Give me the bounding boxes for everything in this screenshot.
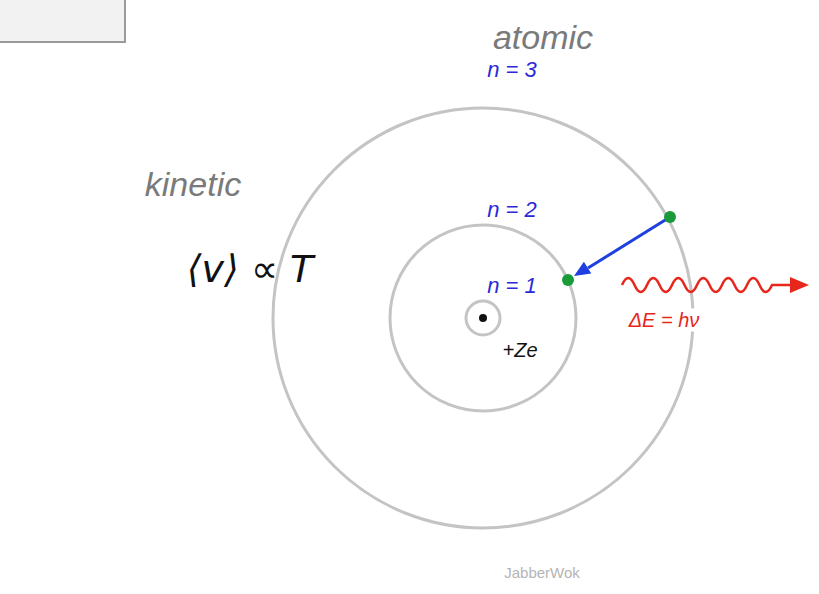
- charge-label: +Ze: [499, 339, 540, 362]
- orbit-label: n = 1: [487, 273, 537, 298]
- photon-wave: [622, 278, 792, 292]
- arrow-head: [574, 262, 591, 276]
- section-heading: atomic: [493, 18, 593, 57]
- nucleus-dot: [479, 314, 487, 322]
- electron-dot: [562, 274, 574, 286]
- formula: ⟨v⟩ ∝ T: [187, 248, 314, 292]
- corner-panel: [0, 0, 125, 42]
- transition-arrow: [588, 217, 670, 268]
- section-heading: kinetic: [145, 165, 241, 204]
- orbit-label: n = 3: [487, 57, 537, 82]
- electron-dot: [664, 211, 676, 223]
- energy-label: ΔE = hν: [626, 309, 703, 332]
- arrow-head: [790, 277, 809, 293]
- orbit-circle: [466, 301, 500, 335]
- orbit-label: n = 2: [487, 197, 537, 222]
- orbit-circle: [390, 225, 576, 411]
- watermark: JabberWok: [504, 564, 580, 581]
